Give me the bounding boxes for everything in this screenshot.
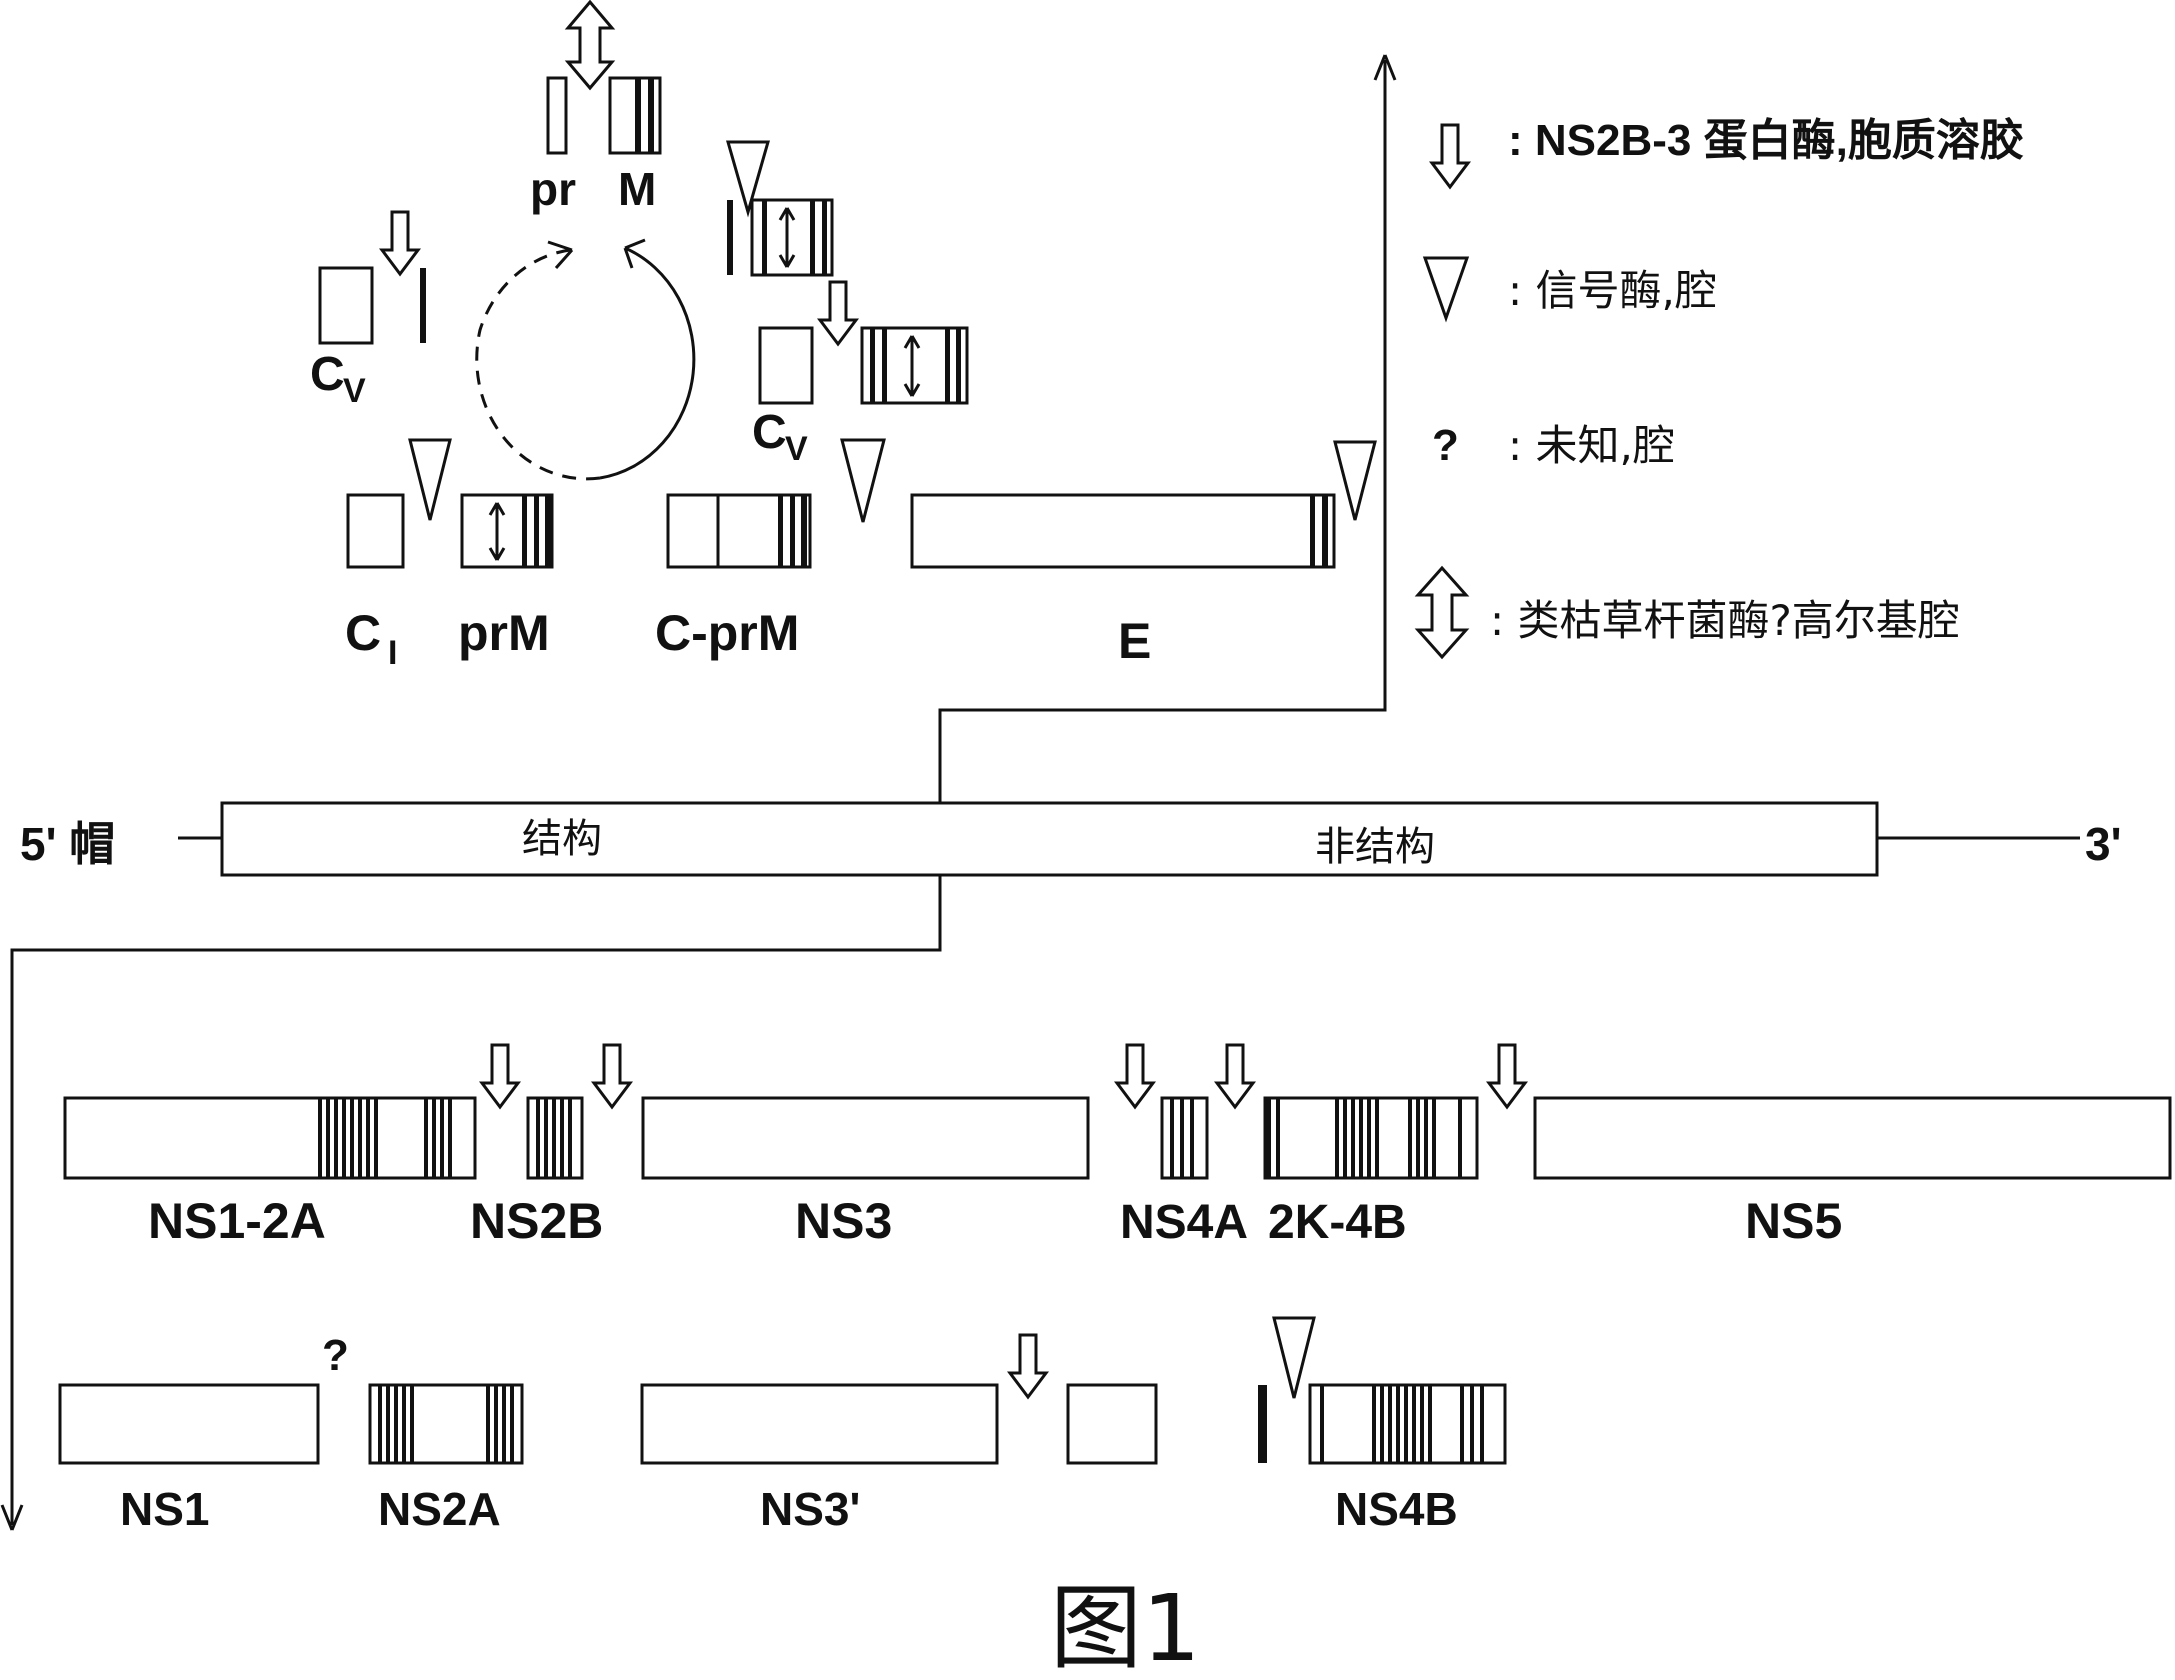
subtilase-double-arrow-icon	[1418, 568, 1466, 657]
E-label: E	[1118, 613, 1151, 669]
NS3-box	[643, 1098, 1088, 1178]
signalase-triangle-icon	[1425, 258, 1467, 318]
prM-right-upper	[727, 142, 832, 275]
legend-signalase-text: : 信号酶,腔	[1508, 266, 1717, 315]
protease-arrow-icon	[594, 1045, 630, 1107]
polyprotein-box	[222, 803, 1877, 875]
Cv-left-label: C	[310, 348, 345, 401]
NS1-2A-box	[65, 1098, 475, 1178]
NS3-prime-label: NS3'	[760, 1483, 860, 1535]
nonstructural-row-1: NS1-2A NS2B NS3 NS4A 2K-4B NS5	[65, 1045, 2170, 1249]
M-label: M	[618, 163, 656, 215]
prM-label: prM	[458, 605, 550, 661]
Cl-box	[348, 495, 403, 567]
protease-arrow-icon	[1489, 1045, 1525, 1107]
signalase-triangle-icon	[1274, 1318, 1314, 1398]
protease-arrow-icon	[1010, 1335, 1046, 1397]
unknown-cleavage-mark: ?	[322, 1331, 349, 1380]
genome-map: 5' 帽 结构 非结构 3'	[20, 803, 2122, 875]
NS4A-box	[1162, 1098, 1207, 1178]
C-prM-group: C-prM	[655, 440, 884, 661]
legend-subtilase-text: : 类枯草杆菌酶?高尔基腔	[1490, 596, 1960, 645]
protease-arrow-icon	[820, 282, 856, 344]
legend-unknown-symbol: ?	[1432, 421, 1459, 470]
Cv-right-label: C	[752, 406, 787, 459]
pr-M-cleavage: pr M	[530, 2, 660, 215]
NS4B-label: NS4B	[1335, 1483, 1458, 1535]
NS3-prime-box	[642, 1385, 997, 1463]
protease-arrow-icon	[382, 212, 418, 274]
NS5-box	[1535, 1098, 2170, 1178]
legend: : NS2B-3 蛋白酶,胞质溶胶 : 信号酶,腔 ? : 未知,腔 : 类枯草…	[1418, 116, 2024, 657]
five-prime-cap-label: 5' 帽	[20, 818, 115, 870]
NS2A-box	[370, 1385, 522, 1463]
2K-4B-label: 2K-4B	[1268, 1196, 1407, 1249]
three-prime-label: 3'	[2085, 818, 2122, 870]
NS2A-label: NS2A	[378, 1483, 501, 1535]
Cv-right-subscript: V	[785, 430, 808, 468]
figure-caption: 图1	[1050, 1575, 1201, 1680]
E-box	[912, 495, 1334, 567]
C-prM-label: C-prM	[655, 605, 799, 661]
signalase-triangle-icon	[410, 440, 450, 520]
pr-box	[548, 78, 566, 153]
NS1-2A-label: NS1-2A	[148, 1193, 326, 1249]
NS4A-label: NS4A	[1120, 1196, 1248, 1249]
processing-cycle	[477, 240, 694, 479]
protease-arrow-icon	[482, 1045, 518, 1107]
Cv-left: C V	[310, 212, 426, 410]
protease-arrow-icon	[1432, 125, 1468, 187]
NS5-label: NS5	[1745, 1193, 1842, 1249]
subtilase-arrow-icon	[568, 2, 612, 88]
Cl-label: C	[345, 605, 381, 661]
NS2B-label: NS2B	[470, 1193, 603, 1249]
NS3-fragment-box	[1068, 1385, 1156, 1463]
legend-unknown-text: : 未知,腔	[1508, 421, 1675, 470]
NS1-label: NS1	[120, 1483, 209, 1535]
NS1-box	[60, 1385, 318, 1463]
protease-arrow-icon	[1117, 1045, 1153, 1107]
signalase-triangle-icon	[842, 440, 884, 522]
NS3-label: NS3	[795, 1193, 892, 1249]
C-prM-box	[668, 495, 810, 567]
nonstructural-row-2: NS1 ? NS2A NS3' NS4B	[60, 1318, 1505, 1535]
pr-label: pr	[530, 163, 576, 215]
E-group: E	[912, 442, 1375, 669]
signalase-triangle-icon	[1335, 442, 1375, 520]
legend-protease-text: : NS2B-3 蛋白酶,胞质溶胶	[1508, 116, 2024, 165]
Cl-prM-row: C I prM	[345, 440, 552, 672]
nonstructural-label: 非结构	[1315, 824, 1435, 870]
structural-label: 结构	[522, 816, 602, 862]
connector-line	[2, 55, 1395, 1530]
Cl-subscript: I	[388, 634, 397, 672]
protease-arrow-icon	[1217, 1045, 1253, 1107]
Cv-left-subscript: V	[343, 372, 366, 410]
